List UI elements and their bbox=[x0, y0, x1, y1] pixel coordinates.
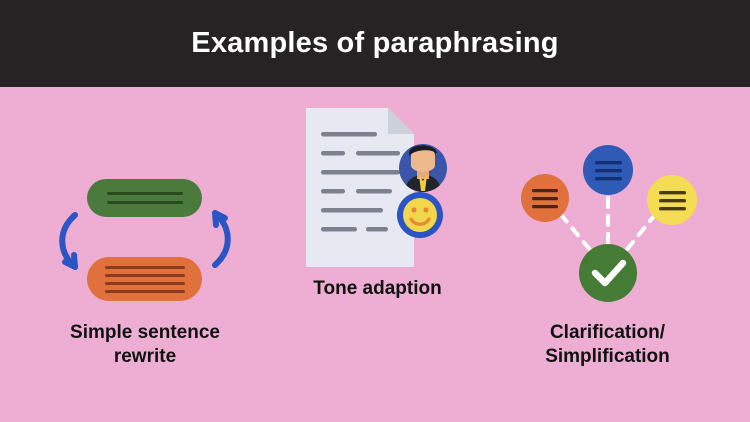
page-title: Examples of paraphrasing bbox=[191, 27, 559, 59]
caption-line: Simplification bbox=[545, 346, 670, 367]
panel-simple-sentence-rewrite: Simple sentence rewrite bbox=[0, 87, 290, 422]
panel-tone-adaption: Tone adaption bbox=[290, 87, 465, 422]
up-right-curved-arrow-icon bbox=[212, 210, 231, 268]
illustration-three-nodes-converging-to-check bbox=[465, 87, 750, 317]
document-svg bbox=[305, 108, 447, 267]
caption-tone-adaption: Tone adaption bbox=[290, 277, 465, 301]
illustration-two-pills-with-cycle-arrows bbox=[0, 87, 290, 317]
illustration-document-with-avatar-and-smiley bbox=[290, 87, 465, 317]
caption-line: Tone adaption bbox=[313, 278, 442, 299]
blue-node-icon bbox=[582, 145, 633, 195]
smiley-face-icon bbox=[396, 192, 443, 238]
caption-line: rewrite bbox=[113, 346, 177, 367]
green-pill bbox=[87, 179, 202, 217]
down-left-curved-arrow-icon bbox=[59, 212, 78, 270]
caption-simple-sentence-rewrite: Simple sentence rewrite bbox=[0, 321, 290, 369]
panel-clarification-simplification: Clarification/ Simplification bbox=[465, 87, 750, 422]
document-text-lines bbox=[320, 132, 400, 232]
orange-node-icon bbox=[520, 174, 569, 222]
caption-line: Clarification/ bbox=[549, 322, 666, 343]
document-page-icon bbox=[305, 108, 414, 267]
caption-line: Simple sentence bbox=[70, 322, 220, 343]
content-stage: Simple sentence rewrite bbox=[0, 87, 750, 422]
yellow-node-icon bbox=[646, 175, 697, 225]
orange-pill bbox=[87, 257, 202, 301]
nodes-converge-svg bbox=[520, 145, 697, 302]
pills-cycle-svg bbox=[59, 179, 231, 301]
green-check-node-icon bbox=[578, 244, 637, 302]
caption-clarification-simplification: Clarification/ Simplification bbox=[465, 321, 750, 369]
header-bar: Examples of paraphrasing bbox=[0, 0, 750, 87]
